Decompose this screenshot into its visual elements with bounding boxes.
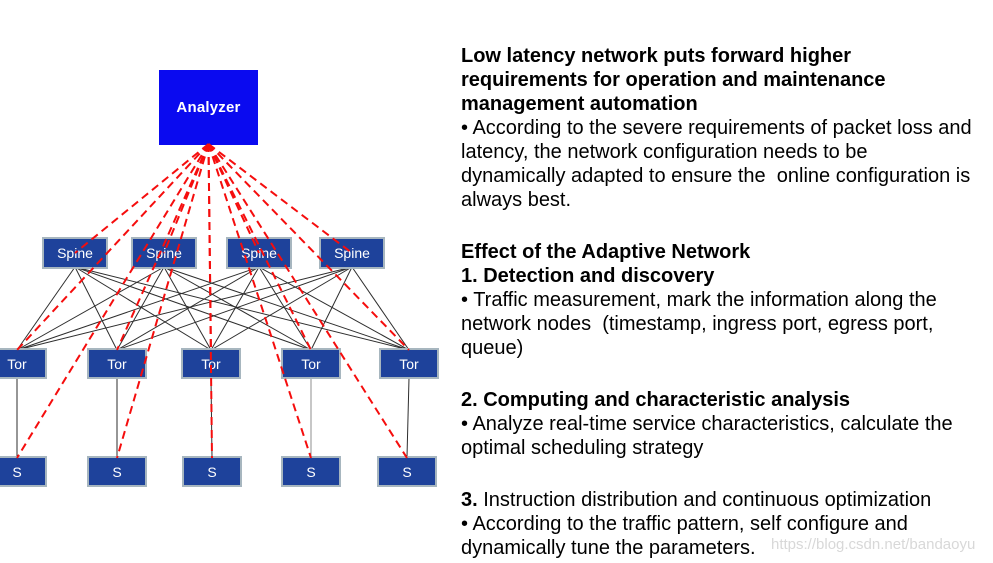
- server-node-1: S: [0, 456, 47, 487]
- analyzer-node: Analyzer: [159, 70, 258, 145]
- server-link-line: [210, 377, 213, 458]
- bullet-analyze-realtime: • Analyze real-time service characterist…: [461, 413, 959, 459]
- server-link-line: [406, 377, 410, 458]
- tor-label: Tor: [399, 355, 419, 372]
- server-label: S: [306, 463, 316, 480]
- server-label: S: [207, 463, 217, 480]
- watermark: https://blog.csdn.net/bandaoyu: [771, 536, 976, 553]
- monitor-link-line: [207, 143, 312, 459]
- monitor-link-line: [207, 143, 212, 351]
- heading-low-latency: Low latency network puts forward higher …: [461, 45, 892, 115]
- fabric-link-line: [16, 266, 165, 351]
- fabric-link-line: [310, 266, 353, 351]
- heading-computing-analysis: 2. Computing and characteristic analysis: [461, 389, 851, 411]
- server-label: S: [12, 463, 22, 480]
- spine-label: Spine: [241, 245, 277, 261]
- server-node-3: S: [182, 456, 242, 487]
- fabric-link-line: [351, 266, 410, 351]
- spine-node-3: Spine: [226, 237, 292, 269]
- bullet-according-packet-loss: • According to the severe requirements o…: [461, 117, 978, 211]
- heading-effect-adaptive-network: Effect of the Adaptive Network: [461, 241, 751, 263]
- monitor-link-line: [16, 143, 210, 459]
- server-node-4: S: [281, 456, 341, 487]
- spine-label: Spine: [146, 245, 182, 261]
- fabric-link-line: [74, 266, 212, 351]
- server-node-5: S: [377, 456, 437, 487]
- analyzer-label: Analyzer: [176, 99, 241, 116]
- fabric-link-line: [74, 266, 410, 351]
- fabric-link-line: [74, 266, 312, 351]
- heading-instruction-distribution: 3. Instruction distribution and continuo…: [461, 489, 932, 511]
- fabric-link-line: [258, 266, 312, 351]
- spine-label: Spine: [57, 245, 93, 261]
- fabric-link-line: [163, 266, 410, 351]
- spine-node-2: Spine: [131, 237, 197, 269]
- fabric-link-line: [163, 266, 212, 351]
- tor-label: Tor: [7, 355, 27, 372]
- fabric-link-line: [163, 266, 312, 351]
- bullet-according-traffic-pattern: • According to the traffic pattern, self…: [461, 513, 914, 559]
- spine-node-4: Spine: [319, 237, 385, 269]
- tor-node-2: Tor: [87, 348, 147, 379]
- tor-node-3: Tor: [181, 348, 241, 379]
- fabric-link-line: [210, 266, 260, 351]
- server-node-2: S: [87, 456, 147, 487]
- text-panel: Low latency network puts forward higher …: [461, 44, 975, 560]
- spine-label: Spine: [334, 245, 370, 261]
- fabric-link-line: [116, 266, 353, 351]
- fabric-link-line: [16, 266, 353, 351]
- fabric-link-line: [16, 266, 76, 351]
- fabric-link-line: [16, 266, 260, 351]
- server-label: S: [402, 463, 412, 480]
- tor-node-1: Tor: [0, 348, 47, 379]
- bullet-traffic-measurement: • Traffic measurement, mark the informat…: [461, 289, 943, 359]
- server-label: S: [112, 463, 122, 480]
- fabric-link-line: [258, 266, 410, 351]
- monitor-link-line: [116, 143, 210, 459]
- monitor-link-line: [207, 143, 408, 459]
- tor-label: Tor: [201, 355, 221, 372]
- tor-node-4: Tor: [281, 348, 341, 379]
- fabric-link-line: [116, 266, 165, 351]
- tor-label: Tor: [107, 355, 127, 372]
- heading-detection-discovery: 1. Detection and discovery: [461, 265, 715, 287]
- monitor-link-line: [207, 143, 213, 459]
- tor-node-5: Tor: [379, 348, 439, 379]
- fabric-link-line: [210, 266, 353, 351]
- spine-node-1: Spine: [42, 237, 108, 269]
- fabric-link-line: [116, 266, 260, 351]
- tor-label: Tor: [301, 355, 321, 372]
- fabric-link-line: [74, 266, 118, 351]
